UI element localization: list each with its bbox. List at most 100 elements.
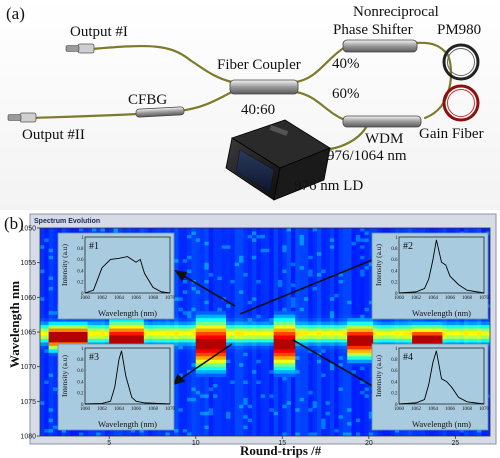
heatmap-cell: [217, 404, 223, 409]
heatmap-cell: [178, 280, 184, 284]
heatmap-cell: [338, 408, 344, 413]
heatmap-cell: [156, 432, 162, 436]
heatmap-cell: [282, 377, 288, 381]
heatmap-cell: [48, 314, 54, 319]
heatmap-cell: [65, 429, 71, 433]
heatmap-cell: [282, 429, 288, 433]
heatmap-cell: [208, 328, 214, 333]
heatmap-cell: [126, 432, 132, 436]
heatmap-cell: [191, 384, 197, 388]
heatmap-cell: [386, 318, 391, 322]
heatmap-cell: [122, 429, 127, 433]
heatmap-cell: [394, 328, 400, 333]
heatmap-cell: [200, 325, 205, 329]
heatmap-cell: [368, 335, 374, 340]
heatmap-cell: [308, 238, 313, 243]
heatmap-cell: [338, 422, 344, 426]
heatmap-cell: [338, 314, 344, 319]
heatmap-cell: [329, 349, 335, 354]
heatmap-cell: [256, 307, 262, 312]
heatmap-cell: [338, 373, 344, 378]
heatmap-cell: [174, 370, 179, 374]
heatmap-cell: [338, 404, 344, 409]
heatmap-cell: [282, 297, 288, 302]
heatmap-cell: [113, 228, 119, 232]
heatmap-cell: [256, 335, 262, 340]
heatmap-cell: [351, 394, 357, 399]
heatmap-cell: [368, 373, 374, 378]
heatmap-cell: [213, 283, 218, 288]
heatmap-cell: [217, 373, 223, 378]
heatmap-cell: [351, 297, 357, 302]
heatmap-cell: [312, 318, 318, 322]
heatmap-cell: [217, 283, 223, 288]
heatmap-cell: [217, 352, 223, 357]
heatmap-cell: [104, 228, 110, 232]
heatmap-cell: [243, 390, 249, 395]
heatmap-cell: [204, 276, 210, 281]
heatmap-cell: [74, 318, 80, 322]
heatmap-cell: [178, 286, 184, 291]
heatmap-cell: [126, 328, 132, 333]
heatmap-cell: [325, 408, 331, 413]
heatmap-cell: [100, 335, 106, 340]
heatmap-cell: [239, 228, 244, 232]
heatmap-cell: [187, 241, 192, 246]
heatmap-cell: [286, 390, 292, 395]
heatmap-cell: [269, 356, 275, 361]
heatmap-cell: [295, 408, 301, 413]
coupler-ratio-label: 40:60: [241, 102, 275, 118]
heatmap-cell: [243, 290, 249, 295]
heatmap-cell: [191, 408, 197, 413]
heatmap-cell: [174, 418, 179, 423]
heatmap-cell: [329, 332, 335, 336]
heatmap-cell: [195, 318, 201, 322]
heatmap-cell: [368, 415, 374, 420]
heatmap-cell: [174, 325, 179, 329]
heatmap-cell: [325, 259, 331, 264]
heatmap-cell: [260, 259, 266, 264]
heatmap-cell: [273, 314, 279, 319]
heatmap-cell: [321, 404, 326, 409]
heatmap-cell: [303, 321, 309, 326]
heatmap-cell: [182, 394, 188, 399]
heatmap-cell: [316, 384, 322, 388]
heatmap-cell: [221, 384, 227, 388]
heatmap-cell: [109, 432, 114, 436]
heatmap-cell: [48, 290, 54, 295]
heatmap-cell: [277, 300, 283, 305]
heatmap-cell: [386, 335, 391, 340]
heatmap-cell: [334, 283, 339, 288]
heatmap-cell: [338, 304, 344, 309]
heatmap-cell: [277, 238, 283, 243]
heatmap-cell: [187, 345, 192, 350]
heatmap-cell: [269, 297, 275, 302]
heatmap-cell: [44, 269, 50, 274]
heatmap-cell: [312, 432, 318, 436]
heatmap-cell: [312, 408, 318, 413]
heatmap-cell: [316, 432, 322, 436]
heatmap-cell: [113, 325, 119, 329]
heatmap-cell: [252, 397, 257, 402]
heatmap-cell: [273, 387, 279, 392]
pm980-coil: [442, 43, 480, 81]
heatmap-cell: [277, 332, 283, 336]
heatmap-cell: [96, 332, 101, 336]
heatmap-cell: [325, 231, 331, 236]
heatmap-cell: [230, 255, 236, 260]
heatmap-cell: [221, 397, 227, 402]
heatmap-cell: [174, 335, 179, 340]
heatmap-cell: [265, 248, 270, 253]
heatmap-cell: [329, 325, 335, 329]
heatmap-cell: [52, 314, 58, 319]
heatmap-cell: [290, 349, 296, 354]
heatmap-cell: [377, 328, 383, 333]
heatmap-cell: [174, 283, 179, 288]
panel-b: (b) Spectrum Evolution 10501055106010651…: [0, 210, 500, 458]
heatmap-cell: [265, 408, 270, 413]
heatmap-cell: [368, 266, 374, 270]
heatmap-cell: [386, 432, 391, 436]
heatmap-cell: [265, 342, 270, 347]
heatmap-cell: [44, 304, 50, 309]
heatmap-cell: [325, 241, 331, 246]
